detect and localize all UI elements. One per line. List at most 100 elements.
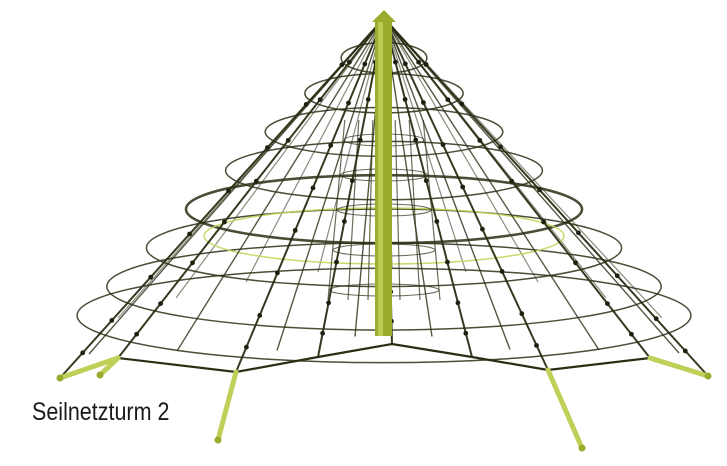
knot: [326, 300, 331, 306]
anchor-rope: [215, 369, 239, 443]
knot: [614, 273, 620, 279]
knot: [349, 178, 355, 184]
knot: [480, 226, 485, 232]
rope: [383, 17, 600, 351]
knot: [310, 185, 316, 191]
knot: [334, 259, 339, 265]
knot: [445, 259, 450, 265]
inner-rope: [394, 119, 401, 301]
anchor-peg: [578, 444, 586, 452]
knot: [423, 62, 429, 67]
knot: [317, 97, 323, 102]
knot: [109, 318, 115, 323]
knot: [463, 330, 469, 336]
knot: [421, 100, 426, 105]
knot: [320, 330, 325, 336]
knot: [499, 269, 505, 274]
rope: [317, 17, 385, 273]
rope: [117, 17, 385, 359]
knot: [519, 311, 525, 317]
knot: [573, 260, 578, 266]
rope: [59, 17, 385, 379]
knot: [459, 101, 465, 107]
knot: [187, 231, 193, 237]
knot: [460, 184, 466, 190]
anchor-rope: [545, 367, 585, 451]
inner-rope: [347, 119, 360, 301]
knot: [576, 230, 581, 236]
knot: [244, 344, 249, 350]
knot: [346, 100, 351, 106]
anchor-peg: [96, 371, 104, 379]
perimeter-rope: [59, 342, 709, 380]
knot: [357, 137, 363, 143]
knot: [537, 187, 542, 193]
knot: [455, 300, 461, 306]
knot: [477, 138, 483, 143]
rope: [317, 17, 385, 358]
knot: [285, 138, 291, 143]
knot: [148, 274, 154, 280]
anchor-rope: [57, 355, 121, 381]
knot: [80, 350, 86, 356]
knot: [509, 178, 515, 184]
figure-caption: Seilnetzturm 2: [32, 398, 170, 426]
knot: [393, 59, 398, 65]
knot: [190, 260, 195, 266]
knot: [440, 142, 446, 148]
knot: [158, 301, 164, 306]
knot: [226, 188, 231, 194]
knot: [541, 219, 546, 225]
knot: [292, 228, 298, 233]
anchor-peg: [214, 436, 222, 444]
mast-highlight: [378, 20, 383, 336]
knot: [365, 97, 371, 102]
inner-rope: [408, 119, 421, 301]
knot: [275, 270, 280, 276]
knot: [362, 61, 368, 67]
ground-anchors: [56, 355, 712, 452]
rope: [383, 17, 549, 371]
knot: [498, 144, 503, 150]
mast-cap: [372, 10, 396, 22]
inner-rope: [422, 119, 441, 301]
rope: [88, 17, 385, 355]
knot: [605, 301, 610, 306]
knot: [347, 59, 352, 65]
base-perimeter: [59, 342, 709, 380]
knot: [303, 102, 309, 107]
rope: [383, 17, 651, 359]
knot: [257, 313, 263, 318]
knot: [402, 61, 408, 67]
rope: [235, 17, 385, 373]
anchor-peg: [704, 372, 712, 380]
rope: [276, 17, 385, 351]
knot: [682, 348, 688, 354]
knot: [629, 331, 634, 337]
knot: [413, 137, 419, 143]
knot: [134, 331, 140, 337]
knot: [534, 343, 539, 348]
knot: [653, 316, 659, 322]
knot: [328, 143, 334, 148]
mast: [375, 20, 392, 336]
anchor-peg: [56, 374, 64, 382]
knot: [339, 62, 345, 68]
knot: [434, 219, 440, 224]
knot: [265, 145, 270, 151]
rope: [175, 17, 385, 299]
rope: [383, 17, 511, 350]
central-mast: [372, 10, 396, 336]
knot: [423, 178, 429, 184]
rope: [383, 17, 709, 377]
rope: [176, 17, 385, 352]
knot: [402, 97, 408, 102]
knots: [80, 58, 688, 356]
knot: [253, 178, 259, 184]
knot: [342, 219, 347, 224]
rope: [383, 17, 680, 354]
knot: [416, 59, 421, 65]
knot: [445, 97, 451, 102]
